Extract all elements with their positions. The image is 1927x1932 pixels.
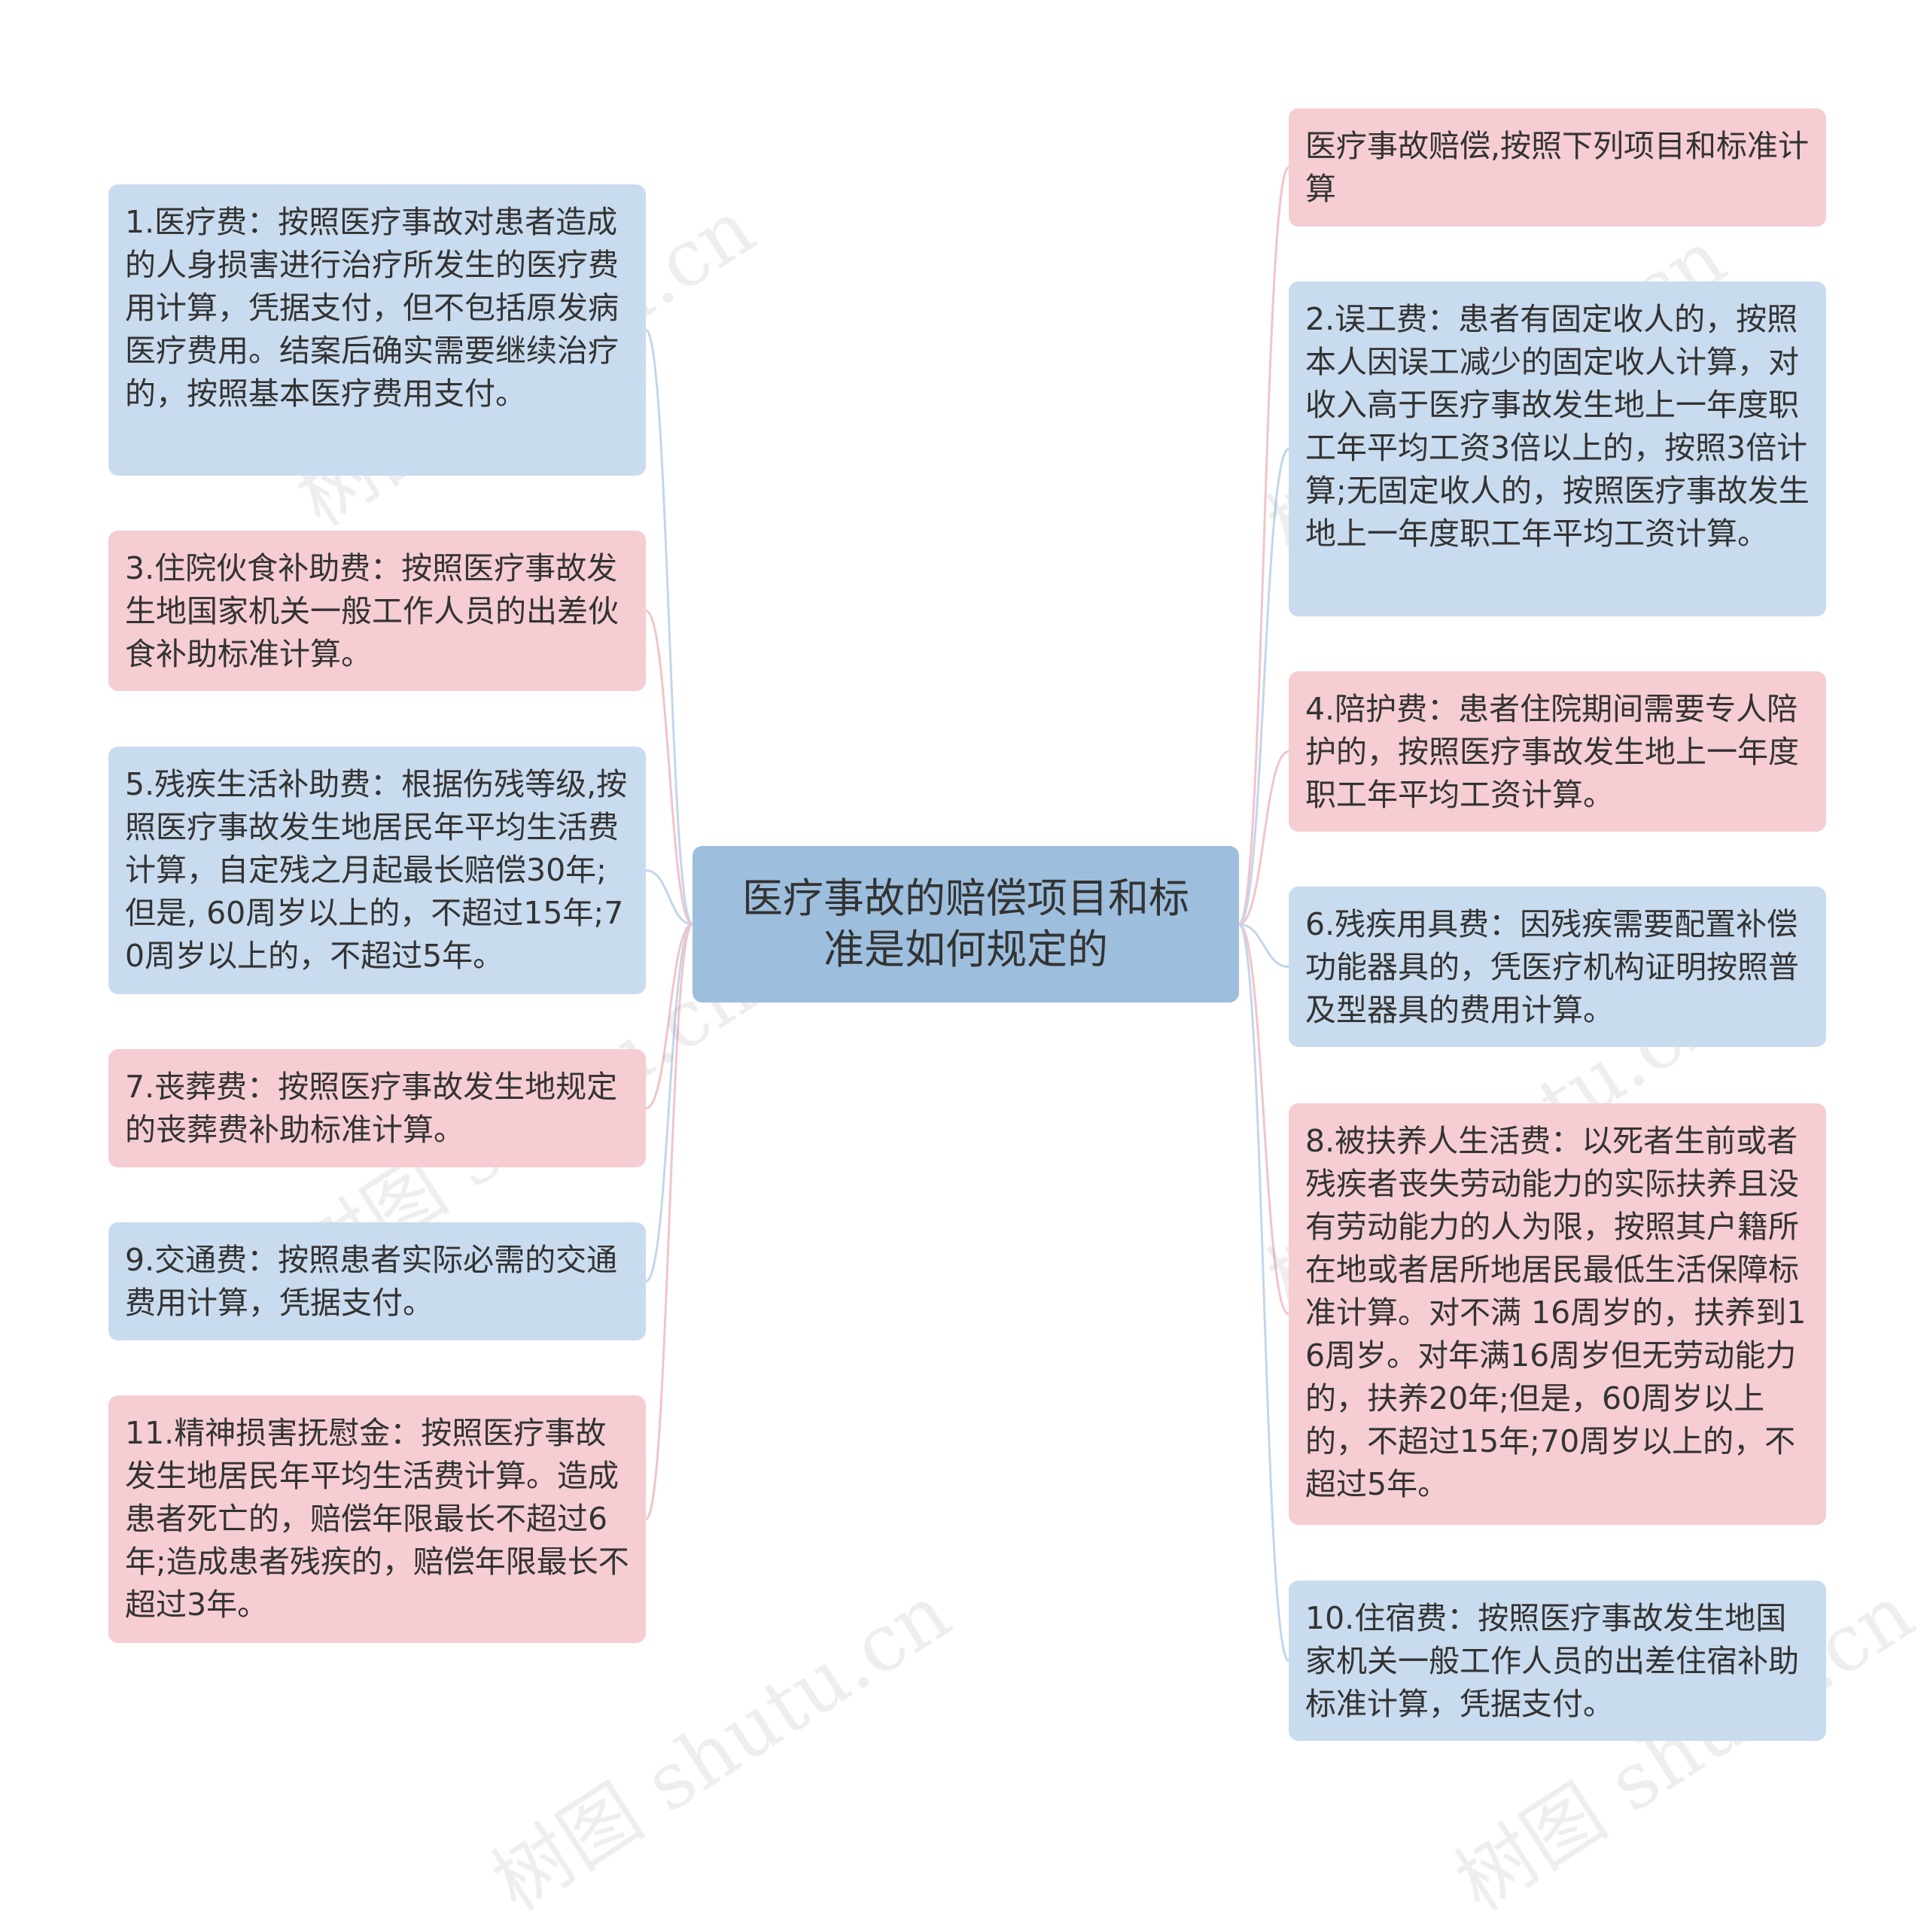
topic-disability-living-subsidy[interactable]: 5.残疾生活补助费：根据伤残等级,按照医疗事故发生地居民年平均生活费计算，自定残… bbox=[108, 747, 646, 994]
connector-left-4 bbox=[645, 923, 693, 1282]
topic-medical-fee[interactable]: 1.医疗费：按照医疗事故对患者造成的人身损害进行治疗所发生的医疗费用计算，凭据支… bbox=[108, 184, 646, 476]
topic-funeral-fee[interactable]: 7.丧葬费：按照医疗事故发生地规定的丧葬费补助标准计算。 bbox=[108, 1049, 646, 1167]
central-topic[interactable]: 医疗事故的赔偿项目和标 准是如何规定的 bbox=[693, 846, 1239, 1003]
connector-left-5 bbox=[644, 923, 694, 1520]
connector-left-2 bbox=[645, 869, 693, 926]
connector-right-1 bbox=[1238, 448, 1289, 926]
connector-right-3 bbox=[1238, 923, 1289, 968]
topic-lost-wages[interactable]: 2.误工费：患者有固定收人的，按照本人因误工减少的固定收人计算，对收入高于医疗事… bbox=[1289, 281, 1826, 616]
connector-left-3 bbox=[645, 923, 693, 1109]
connector-left-0 bbox=[644, 329, 694, 926]
topic-accommodation-fee[interactable]: 10.住宿费：按照医疗事故发生地国家机关一般工作人员的出差住宿补助标准计算，凭据… bbox=[1289, 1581, 1826, 1741]
topic-hospital-meal-subsidy[interactable]: 3.住院伙食补助费：按照医疗事故发生地国家机关一般工作人员的出差伙食补助标准计算… bbox=[108, 531, 646, 691]
topic-mental-damage-compensation[interactable]: 11.精神损害抚慰金：按照医疗事故发生地居民年平均生活费计算。造成患者死亡的，赔… bbox=[108, 1395, 646, 1643]
connector-right-4 bbox=[1238, 923, 1289, 1316]
topic-intro[interactable]: 医疗事故赔偿,按照下列项目和标准计算 bbox=[1289, 108, 1826, 227]
topic-transportation-fee[interactable]: 9.交通费：按照患者实际必需的交通费用计算，凭据支付。 bbox=[108, 1222, 646, 1340]
connector-lines bbox=[644, 166, 1290, 1662]
topic-nursing-fee[interactable]: 4.陪护费：患者住院期间需要专人陪护的，按照医疗事故发生地上一年度职工年平均工资… bbox=[1289, 671, 1826, 832]
topic-dependent-living-expenses[interactable]: 8.被扶养人生活费：以死者生前或者残疾者丧失劳动能力的实际扶养且没有劳动能力的人… bbox=[1289, 1103, 1826, 1525]
connector-right-5 bbox=[1237, 923, 1290, 1662]
connector-right-0 bbox=[1237, 166, 1290, 926]
connector-right-2 bbox=[1238, 750, 1289, 926]
connector-left-1 bbox=[645, 610, 693, 926]
topic-disability-equipment-fee[interactable]: 6.残疾用具费：因残疾需要配置补偿功能器具的，凭医疗机构证明按照普及型器具的费用… bbox=[1289, 887, 1826, 1047]
